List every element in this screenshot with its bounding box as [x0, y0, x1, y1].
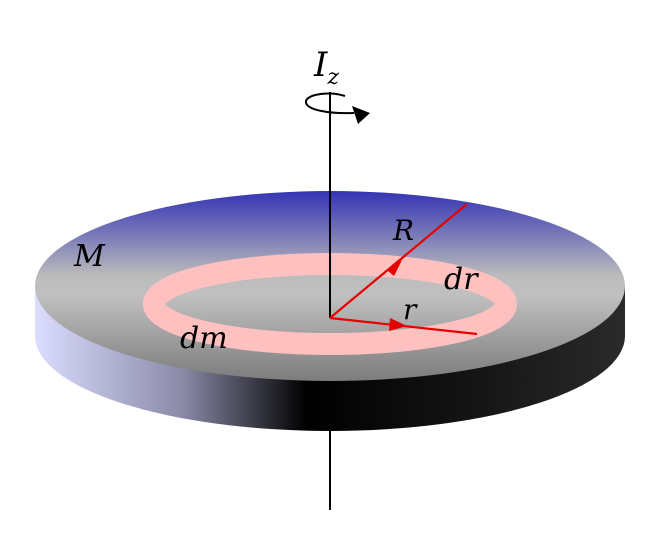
- small-radius-label: r: [403, 293, 418, 326]
- ring-mass-label: dm: [180, 321, 228, 356]
- mass-label: M: [73, 239, 106, 274]
- vector-big-radius-arrowhead: [387, 260, 402, 276]
- curved-arrow-rotation-icon: [305, 92, 370, 124]
- ring-width-label: dr: [444, 262, 479, 297]
- big-radius-label: R: [392, 214, 414, 247]
- vector-big-radius: [329, 203, 468, 319]
- vector-small-radius-arrowhead: [389, 318, 407, 331]
- axis-moment-label: Iz: [313, 45, 339, 90]
